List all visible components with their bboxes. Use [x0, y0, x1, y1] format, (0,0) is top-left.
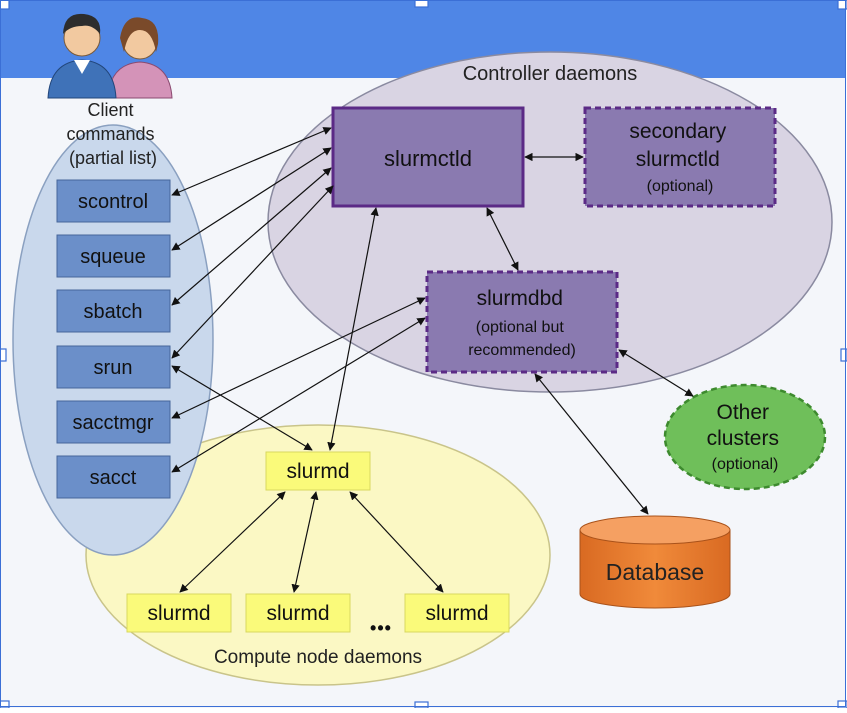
- arrow-slurmd-node-1: [179, 491, 286, 593]
- database-label: Database: [606, 559, 704, 585]
- svg-text:slurmdbd (optional but: slurmdbd (optional but recommended): [468, 287, 576, 359]
- slurmd-node-box: slurmd: [404, 593, 510, 633]
- slurmd-node-box: slurmd: [245, 593, 351, 633]
- command-box-scontrol: scontrol: [56, 179, 171, 223]
- command-box-sacctmgr: sacctmgr: [56, 400, 171, 444]
- arrow-slurmdbd-other-clusters: [618, 349, 694, 397]
- svg-text:slurmctld: slurmctld: [384, 146, 472, 171]
- compute-node-daemons-label: Compute node daemons: [214, 647, 422, 668]
- svg-text:slurmd: slurmd: [147, 602, 210, 625]
- users-icon: [47, 13, 173, 99]
- svg-text:sacct: sacct: [90, 467, 137, 489]
- connection-arrows: [171, 127, 694, 593]
- slurmd-node-box: slurmd: [126, 593, 232, 633]
- svg-text:Other clusters (op: Other clusters (optional): [707, 401, 784, 473]
- command-box-squeue: squeue: [56, 234, 171, 278]
- svg-text:slurmd: slurmd: [286, 460, 349, 483]
- svg-text:sbatch: sbatch: [84, 301, 143, 323]
- svg-text:sacctmgr: sacctmgr: [72, 412, 153, 434]
- arrow-slurmdbd-database: [534, 373, 649, 515]
- command-box-srun: srun: [56, 345, 171, 389]
- svg-text:slurmd: slurmd: [266, 602, 329, 625]
- command-box-sbatch: sbatch: [56, 289, 171, 333]
- command-box-sacct: sacct: [56, 455, 171, 499]
- database-cylinder: Database: [579, 515, 731, 609]
- ellipsis-more-nodes: •••: [370, 618, 392, 638]
- arrow-slurmd-node-2: [291, 491, 319, 593]
- arrow-srun-slurmd: [171, 365, 313, 451]
- svg-text:scontrol: scontrol: [78, 191, 148, 213]
- secondary-slurmctld-box: secondary slurmctld (optional): [583, 106, 777, 208]
- controller-daemons-label: Controller daemons: [463, 63, 638, 85]
- arrow-slurmd-node-3: [349, 491, 444, 593]
- svg-text:slurmd: slurmd: [425, 602, 488, 625]
- slurmdbd-box: slurmdbd (optional but recommended): [425, 270, 619, 374]
- svg-text:squeue: squeue: [80, 246, 146, 268]
- arrow-slurmctld-slurmdbd: [486, 207, 519, 271]
- svg-text:srun: srun: [94, 357, 133, 379]
- other-clusters-ellipse: Other clusters (optional): [663, 383, 827, 491]
- slurmd-main-box: slurmd: [265, 451, 371, 491]
- slurmctld-box: slurmctld: [331, 106, 525, 208]
- svg-text:secondary slurmctld: secondary slurmctld (optional): [629, 120, 730, 195]
- arrow-slurmd-slurmctld: [327, 207, 379, 451]
- client-commands-label: Client commands (partial list): [66, 100, 159, 168]
